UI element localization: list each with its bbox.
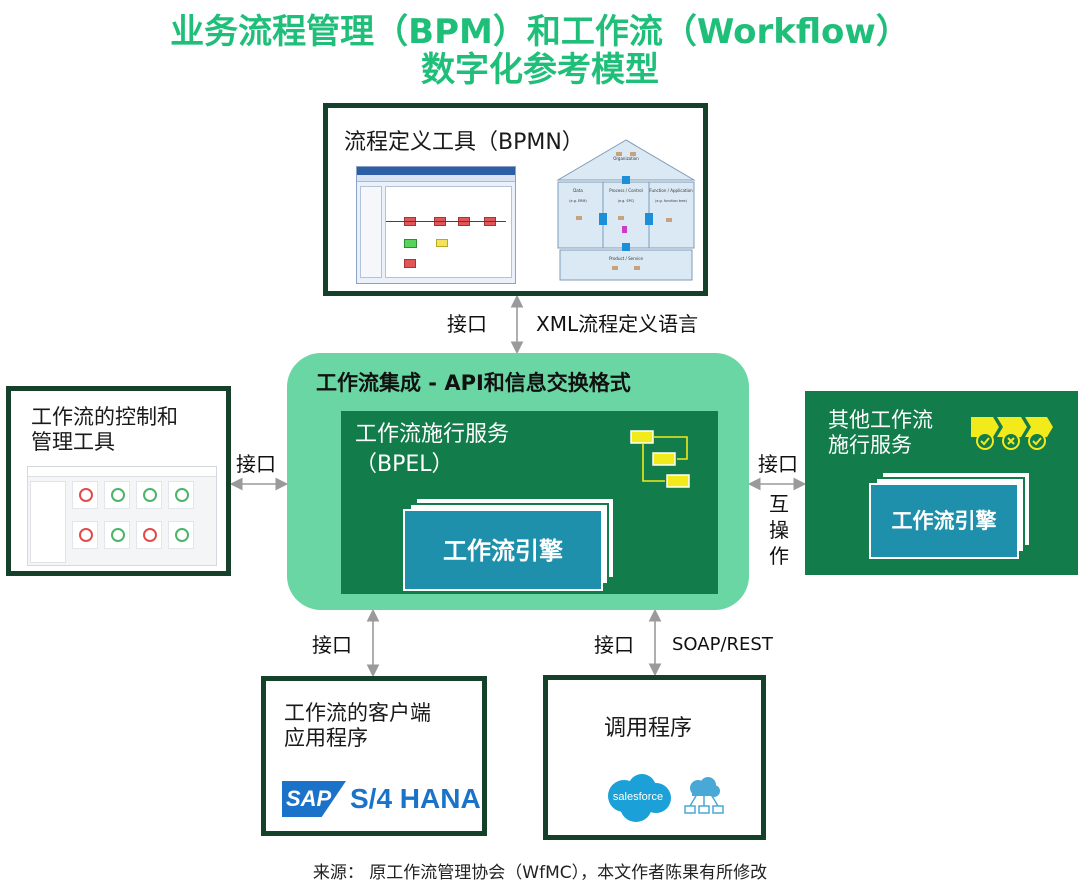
other-services-label-line-1: 其他工作流: [828, 408, 933, 432]
sap-s4hana-logo: SAP S/4 HANA: [282, 781, 481, 817]
bpmn-definition-tool-box: 流程定义工具（BPMN） Organization Data (e.g. ERM…: [323, 103, 708, 296]
client-application-box: 工作流的客户端 应用程序 SAP S/4 HANA: [261, 676, 487, 836]
soap-rest-label: SOAP/REST: [672, 634, 773, 655]
caller-label: 调用程序: [604, 716, 693, 741]
exec-service-label-line-2: （BPEL）: [355, 452, 454, 477]
house-product-label: Product / Service: [609, 256, 643, 261]
other-engine-label: 工作流引擎: [891, 509, 997, 533]
engine-document-stack: [403, 509, 603, 591]
house-function-label: Function / Application: [649, 188, 693, 193]
other-services-label: 其他工作流 施行服务: [828, 408, 933, 458]
checklist-blocks-icon: [971, 417, 1053, 450]
control-tool-label-line-1: 工作流的控制和: [31, 405, 178, 429]
left-interface-label: 接口: [236, 452, 276, 476]
other-execution-services-box: 其他工作流 施行服务 工作流引擎: [805, 391, 1078, 575]
caller-program-box: 调用程序 salesforce: [543, 675, 766, 840]
client-app-label-line-1: 工作流的客户端: [284, 701, 431, 725]
s4hana-logo-text: S/4 HANA: [350, 783, 481, 814]
xml-language-label: XML流程定义语言: [536, 312, 699, 336]
interop-char-2: 操: [769, 518, 789, 542]
house-process-label: Process / Control: [609, 188, 643, 193]
client-app-label-line-2: 应用程序: [284, 726, 368, 750]
bottom-left-interface-label: 接口: [312, 633, 352, 657]
engine-label: 工作流引擎: [443, 537, 563, 565]
house-function-sub-label: (e.g. function tree): [655, 199, 688, 203]
interop-char-1: 互: [769, 492, 789, 516]
client-app-label: 工作流的客户端 应用程序: [284, 701, 431, 751]
top-interface-label: 接口: [447, 312, 487, 336]
other-services-label-line-2: 施行服务: [828, 433, 912, 457]
house-process-sub-label: (e.g. EPC): [618, 199, 635, 203]
bpmn-tool-label: 流程定义工具（BPMN）: [344, 130, 584, 155]
source-footnote: 来源： 原工作流管理协会（WfMC），本文作者陈果有所修改: [312, 863, 768, 883]
salesforce-cloud-logo: [608, 774, 671, 822]
house-data-sub-label: (e.g. ERM): [569, 199, 587, 203]
control-management-tool-box: 工作流的控制和 管理工具: [6, 386, 231, 576]
bpmn-editor-screenshot: [356, 166, 516, 284]
house-organization-label: Organization: [613, 156, 639, 161]
cloud-network-icon: [684, 777, 724, 814]
workflow-execution-service-panel: 工作流施行服务 （BPEL） 工作流引擎: [341, 411, 718, 594]
control-tool-label: 工作流的控制和 管理工具: [31, 405, 178, 455]
house-data-label: Data: [573, 188, 583, 193]
flow-blocks-icon: [630, 430, 690, 488]
diagram-title-line-1: 业务流程管理（BPM）和工作流（Workflow）: [170, 12, 910, 52]
monitoring-dashboard-screenshot: [27, 466, 217, 566]
aris-house-diagram: Organization Data (e.g. ERM) Process / C…: [556, 139, 696, 281]
sap-logo-flag: SAP: [282, 781, 346, 817]
other-engine-document-stack: [869, 483, 1019, 559]
control-tool-label-line-2: 管理工具: [31, 430, 115, 454]
interop-char-3: 作: [769, 544, 789, 568]
exec-service-label-line-1: 工作流施行服务: [355, 422, 510, 447]
integration-title: 工作流集成 - API和信息交换格式: [316, 371, 631, 395]
diagram-title-line-2: 数字化参考模型: [421, 50, 659, 90]
right-interface-label: 接口: [758, 452, 798, 476]
bottom-right-interface-label: 接口: [594, 633, 634, 657]
salesforce-logo-text: salesforce: [612, 791, 664, 803]
